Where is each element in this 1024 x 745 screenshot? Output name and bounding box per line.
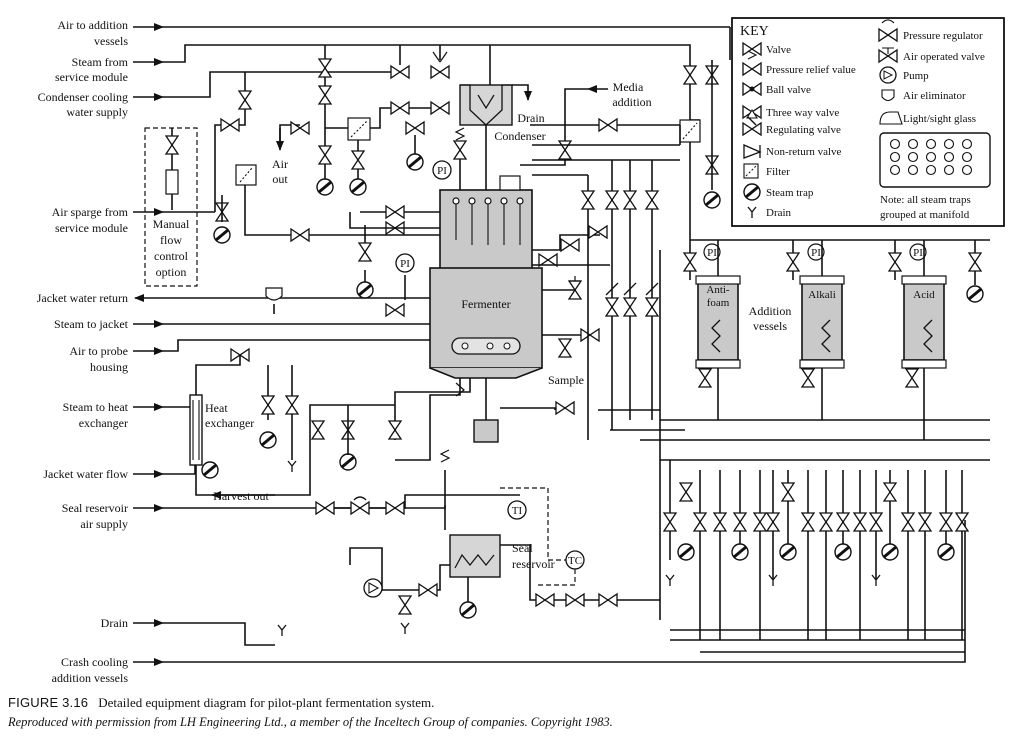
- acid-label: Acid: [913, 289, 935, 301]
- key-steam-trap: Steam trap: [766, 187, 814, 199]
- inlet-steam-service-2: service module: [55, 70, 128, 84]
- inlet-jacket-water-flow: Jacket water flow: [43, 467, 128, 481]
- figure-number: FIGURE 3.16: [8, 695, 89, 710]
- pi-label-acid: PI: [913, 247, 923, 259]
- inlet-drain: Drain: [101, 616, 128, 630]
- inlet-seal-reservoir-2: air supply: [80, 517, 128, 531]
- inlet-seal-reservoir-1: Seal reservoir: [62, 501, 128, 515]
- key-filter: Filter: [766, 166, 790, 178]
- key-light-sight-glass: Light/sight glass: [903, 113, 976, 125]
- key-air-eliminator: Air eliminator: [903, 90, 966, 102]
- key-pressure-regulator: Pressure regulator: [903, 30, 983, 42]
- pi-label-alkali: PI: [811, 247, 821, 259]
- antifoam-label-2: foam: [707, 297, 730, 309]
- key-air-operated-valve: Air operated valve: [903, 51, 985, 63]
- key-three-way-valve: Three way valve: [766, 107, 839, 119]
- antifoam-label-1: Anti-: [706, 284, 730, 296]
- key-pump: Pump: [903, 70, 929, 82]
- inlet-air-to-addition-2: vessels: [94, 34, 128, 48]
- fermenter-label: Fermenter: [461, 297, 510, 311]
- condenser-label: Condenser: [494, 129, 545, 143]
- inlet-jacket-water-return: Jacket water return: [37, 291, 128, 305]
- harvest-out-label: Harvest out: [213, 489, 269, 503]
- key-valve: Valve: [766, 44, 791, 56]
- key-pressure-relief: Pressure relief value: [766, 64, 856, 76]
- upper-left-piping: Air out PI: [212, 45, 452, 245]
- heat-exchanger-label-2: exchanger: [205, 416, 254, 430]
- heat-exchanger-label-1: Heat: [205, 401, 228, 415]
- condenser: Drain Condenser: [453, 45, 546, 190]
- pi-label-top: PI: [437, 165, 447, 177]
- equipment-diagram: Air to addition vessels Steam from servi…: [37, 17, 1005, 685]
- pi-label-antifoam: PI: [707, 247, 717, 259]
- manual-flow-label-1: Manual: [153, 217, 190, 231]
- key-note-2: grouped at manifold: [880, 209, 970, 221]
- fermenter: Fermenter PI Sample: [265, 175, 610, 461]
- manual-flow-label-2: flow: [160, 233, 182, 247]
- key-note-1: Note: all steam traps: [880, 194, 971, 206]
- inlet-condenser-cooling-1: Condenser cooling: [38, 90, 128, 104]
- media-addition-label-2: addition: [612, 95, 651, 109]
- air-out-label-2: out: [272, 172, 288, 186]
- addition-vessels-label-1: Addition: [749, 304, 792, 318]
- drain-label: Drain: [517, 111, 544, 125]
- inlet-steam-heat-1: Steam to heat: [63, 400, 129, 414]
- ti-label: TI: [512, 505, 523, 517]
- seal-reservoir: Seal reservoir TI TC: [277, 449, 660, 637]
- key-legend: KEY Valve Pressure relief value Ball val…: [731, 17, 1005, 227]
- inlet-air-probe-1: Air to probe: [69, 344, 128, 358]
- key-regulating-valve: Regulating valve: [766, 124, 841, 136]
- key-drain: Drain: [766, 207, 792, 219]
- inlet-air-sparge-1: Air sparge from: [52, 205, 129, 219]
- manual-flow-label-4: option: [156, 265, 187, 279]
- key-ball-valve: Ball valve: [766, 84, 811, 96]
- inlet-crash-cooling-2: addition vessels: [52, 671, 129, 685]
- figure-title: Detailed equipment diagram for pilot-pla…: [98, 695, 435, 710]
- key-non-return-valve: Non-return valve: [766, 146, 842, 158]
- addition-vessels: Anti- foam PI Alkali PI Acid PI Addition…: [679, 60, 990, 440]
- inlet-air-probe-2: housing: [90, 360, 128, 374]
- steam-trap-grid-icon: [889, 138, 973, 176]
- heat-exchanger: Heat exchanger Harvest out: [189, 348, 395, 503]
- pi-label-fermenter: PI: [400, 258, 410, 270]
- figure-credit: Reproduced with permission from LH Engin…: [8, 715, 613, 729]
- seal-reservoir-label-2: reservoir: [512, 557, 555, 571]
- inlet-labels: Air to addition vessels Steam from servi…: [37, 18, 129, 685]
- figure-caption: FIGURE 3.16 Detailed equipment diagram fo…: [8, 694, 434, 712]
- air-out-label-1: Air: [272, 157, 288, 171]
- media-addition: Media addition: [520, 80, 680, 166]
- main-pipework: [133, 23, 966, 666]
- key-title: KEY: [740, 24, 769, 39]
- sample-label: Sample: [548, 373, 584, 387]
- inlet-crash-cooling-1: Crash cooling: [61, 655, 128, 669]
- manual-flow-control: Manual flow control option: [144, 127, 198, 287]
- addition-vessels-label-2: vessels: [753, 319, 787, 333]
- inlet-steam-to-jacket: Steam to jacket: [54, 317, 129, 331]
- media-addition-label-1: Media: [613, 80, 644, 94]
- inlet-steam-service-1: Steam from: [72, 55, 129, 69]
- inlet-air-sparge-2: service module: [55, 221, 128, 235]
- manual-flow-label-3: control: [154, 249, 189, 263]
- alkali-label: Alkali: [808, 289, 836, 301]
- inlet-condenser-cooling-2: water supply: [66, 105, 128, 119]
- manifold: [532, 125, 990, 641]
- inlet-steam-heat-2: exchanger: [79, 416, 128, 430]
- tc-label: TC: [568, 555, 582, 567]
- inlet-air-to-addition-1: Air to addition: [57, 18, 128, 32]
